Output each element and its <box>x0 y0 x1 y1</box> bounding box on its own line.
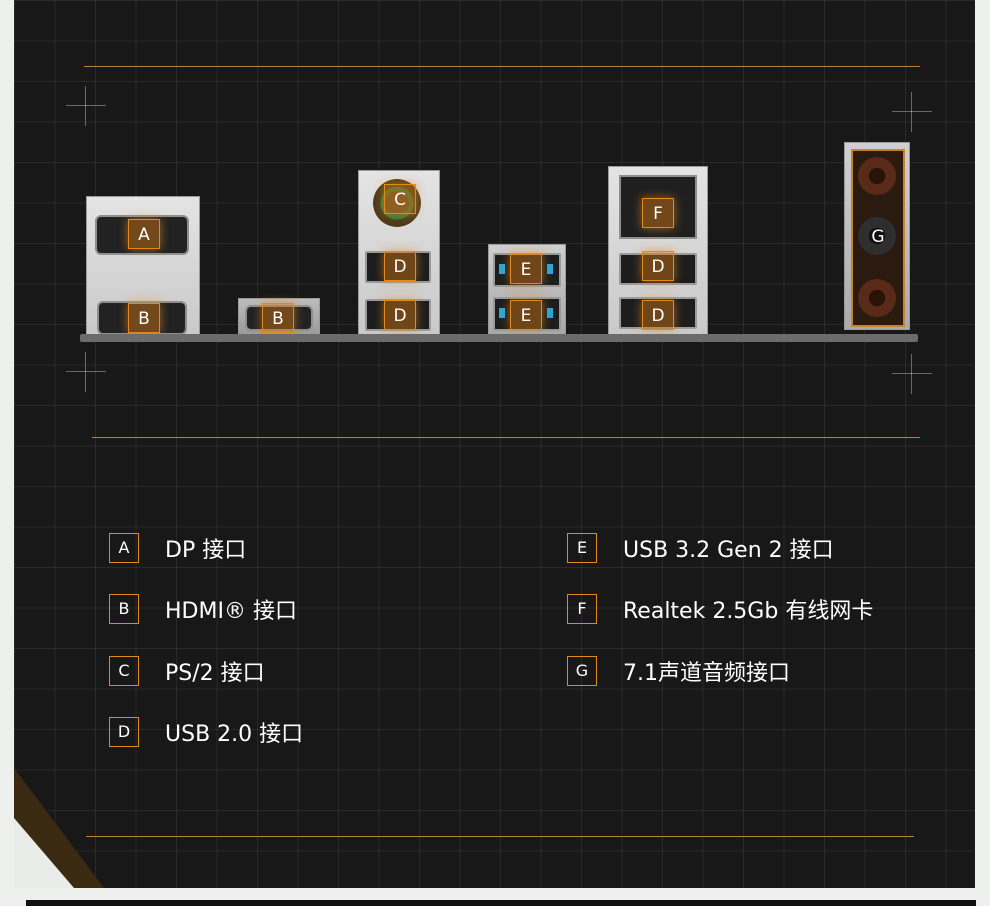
bottom-divider <box>86 836 914 837</box>
audio-jack <box>858 217 896 255</box>
bottom-edge-bar <box>26 900 976 906</box>
legend-key: D <box>109 717 139 747</box>
legend-item-a: A DP 接口 <box>109 532 246 564</box>
legend-item-c: C PS/2 接口 <box>109 655 265 687</box>
audio-block <box>844 142 910 330</box>
audio-frame <box>851 149 905 327</box>
port-tag-e: E <box>510 300 542 330</box>
legend-key: E <box>567 533 597 563</box>
legend-item-e: E USB 3.2 Gen 2 接口 <box>567 532 834 564</box>
usb2-port <box>619 297 697 329</box>
legend-key: F <box>567 594 597 624</box>
port-tag-a: A <box>128 219 160 249</box>
port-tag-g: G <box>871 227 885 247</box>
dp-hdmi-block <box>86 196 200 336</box>
legend-item-b: B HDMI® 接口 <box>109 593 297 625</box>
middle-divider <box>92 437 920 438</box>
usb32-insert <box>547 308 553 318</box>
ps2-port <box>373 179 421 227</box>
legend-item-d: D USB 2.0 接口 <box>109 716 303 748</box>
crosshair-icon <box>66 86 106 126</box>
legend-label: PS/2 接口 <box>165 661 265 686</box>
crosshair-icon <box>892 92 932 132</box>
port-tag-c: C <box>384 184 416 214</box>
usb32-block <box>488 244 566 336</box>
legend-label: USB 2.0 接口 <box>165 722 304 747</box>
hdmi-port <box>97 301 187 335</box>
port-tag-d: D <box>384 300 416 330</box>
usb32-insert <box>499 308 505 318</box>
usb32-insert <box>499 264 505 274</box>
legend-label: DP 接口 <box>165 538 247 563</box>
usb32-port <box>493 297 561 331</box>
rj45-port <box>619 175 697 239</box>
port-tag-b: B <box>262 303 294 333</box>
legend-key: A <box>109 533 139 563</box>
port-tag-b: B <box>128 303 160 333</box>
port-tag-e: E <box>510 254 542 284</box>
hdmi-block <box>238 298 320 336</box>
legend-label: Realtek 2.5Gb 有线网卡 <box>623 599 874 624</box>
usb32-insert <box>547 264 553 274</box>
legend-key: G <box>567 656 597 686</box>
top-divider <box>84 66 920 67</box>
port-tag-f: F <box>642 198 674 228</box>
legend-item-f: F Realtek 2.5Gb 有线网卡 <box>567 593 873 625</box>
io-panel-graphic: A B B C D D E E F D D <box>14 0 975 888</box>
legend-key: B <box>109 594 139 624</box>
usb2-port <box>365 251 431 283</box>
ps2-usb2-block <box>358 170 440 336</box>
port-tag-d: D <box>642 251 674 281</box>
legend-label: HDMI® 接口 <box>165 599 297 624</box>
legend-label: 7.1声道音频接口 <box>623 661 790 686</box>
corner-decoration-light <box>14 818 74 888</box>
port-tag-d: D <box>384 251 416 281</box>
legend-label: USB 3.2 Gen 2 接口 <box>623 538 834 563</box>
usb2-port <box>619 253 697 285</box>
audio-jack <box>858 279 896 317</box>
crosshair-icon <box>66 352 106 392</box>
audio-jack <box>858 157 896 195</box>
crosshair-icon <box>892 354 932 394</box>
port-tag-d: D <box>642 300 674 330</box>
legend-key: C <box>109 656 139 686</box>
hdmi-port <box>245 305 313 331</box>
io-shield-bar <box>80 334 918 342</box>
legend-item-g: G 7.1声道音频接口 <box>567 655 790 687</box>
